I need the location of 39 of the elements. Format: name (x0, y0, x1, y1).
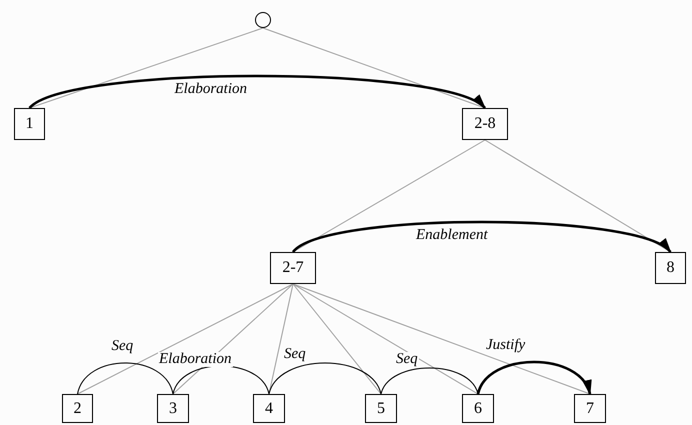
tree-line (292, 284, 478, 394)
tree-line (172, 284, 294, 394)
node-box (655, 252, 686, 284)
edge-label: Seq (110, 339, 134, 354)
node-box (574, 394, 606, 423)
node-label: 3 (169, 400, 177, 416)
relation-arc (268, 362, 382, 394)
node-label: 2 (74, 400, 82, 416)
tree-line (262, 28, 486, 108)
relation-arrow (292, 220, 672, 254)
node-label: 1 (26, 116, 34, 132)
node-label: 6 (474, 400, 482, 416)
node-box (270, 252, 316, 284)
relation-arrow (476, 360, 592, 396)
node-label: 2-7 (282, 260, 304, 276)
relation-arc (380, 368, 478, 394)
relation-arc (77, 362, 174, 394)
node-box (365, 394, 397, 423)
edge-label: Justify (485, 338, 526, 353)
tree-line (292, 284, 382, 394)
node-box (14, 108, 45, 140)
node-label: 7 (586, 400, 594, 416)
node-box (62, 394, 93, 423)
node-label: 4 (265, 400, 273, 416)
edge-label: Seq (283, 347, 307, 362)
node-box (462, 108, 508, 140)
relation-arrow (28, 74, 486, 110)
edge-label: Seq (395, 352, 419, 367)
node-box (253, 394, 285, 423)
tree-line (29, 28, 264, 108)
node-box (462, 394, 494, 423)
tree-line (292, 284, 590, 394)
edge-label: Elaboration (158, 352, 233, 367)
tree-line (77, 284, 294, 394)
node-label: 5 (377, 400, 385, 416)
node-box (157, 394, 189, 423)
node-label: 8 (666, 260, 674, 276)
node-label: 2-8 (474, 116, 496, 132)
circle-node (255, 12, 271, 28)
